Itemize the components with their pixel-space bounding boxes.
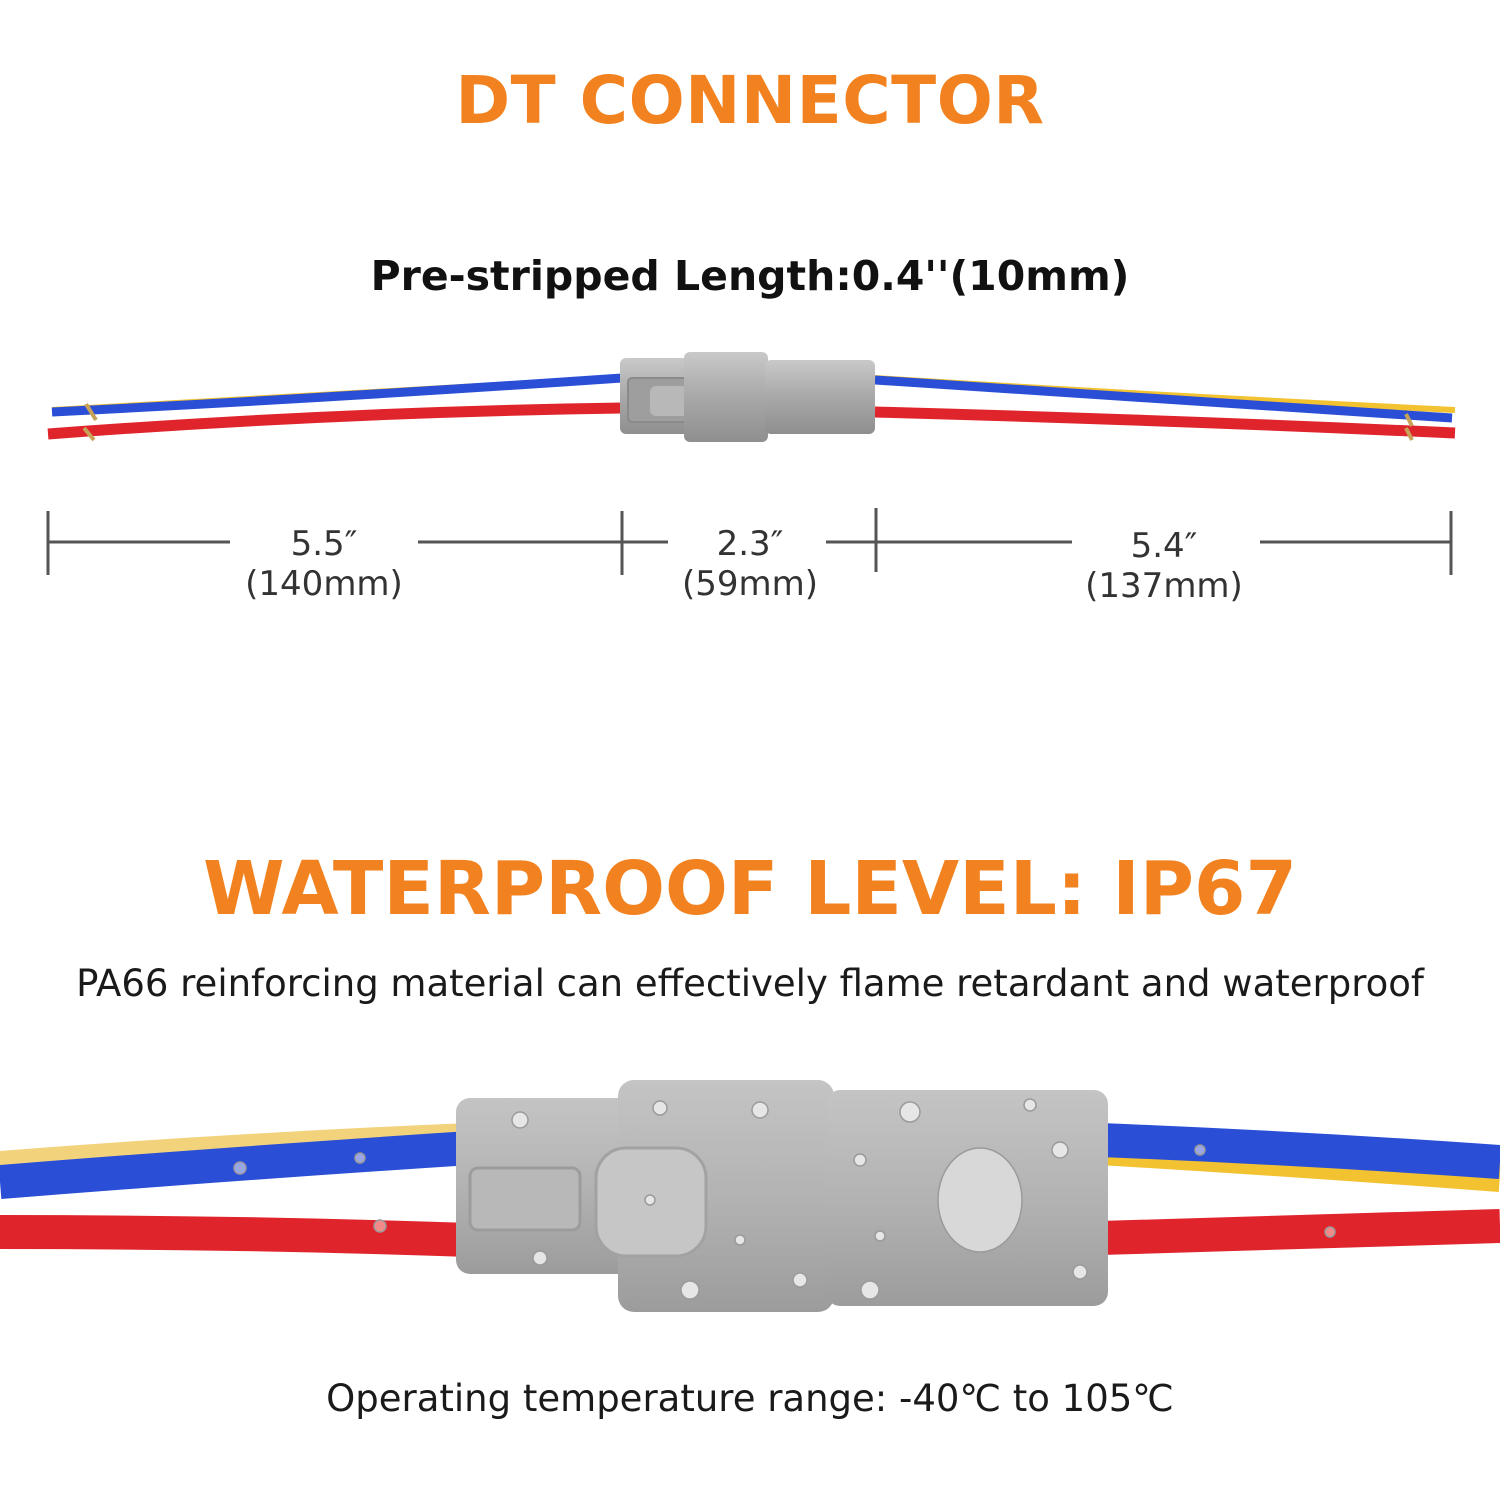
dimension-middle-inch: 2.3″ xyxy=(716,524,784,564)
wire-tip-left xyxy=(84,402,98,422)
blue-wire-right xyxy=(874,375,1453,423)
dimension-right-mm: (137mm) xyxy=(1085,566,1243,606)
connector-receptacle xyxy=(684,352,768,442)
dimension-lines xyxy=(46,508,1453,575)
red-wire-closeup-left xyxy=(0,1215,471,1257)
wire-tip-right xyxy=(1404,413,1414,427)
dimension-left-mm: (140mm) xyxy=(245,564,403,604)
red-wire-closeup-right xyxy=(1099,1209,1500,1255)
dimension-middle: 2.3″ (59mm) xyxy=(650,524,850,604)
dimension-middle-mm: (59mm) xyxy=(681,564,819,604)
red-wire-left xyxy=(47,402,623,440)
dimension-right-inch: 5.4″ xyxy=(1130,526,1198,566)
title: DT CONNECTOR xyxy=(455,62,1045,139)
waterproof-title: WATERPROOF LEVEL: IP67 xyxy=(203,846,1297,932)
dimension-left-inch: 5.5″ xyxy=(290,524,358,564)
closeup-connector xyxy=(0,1080,1500,1312)
blue-wire-left xyxy=(51,373,623,417)
dimension-right: 5.4″ (137mm) xyxy=(1064,526,1264,606)
blue-wire-closeup-right xyxy=(1099,1123,1500,1179)
water-droplets xyxy=(233,1098,1336,1300)
material-text: PA66 reinforcing material can effectivel… xyxy=(76,962,1424,1005)
dimension-left: 5.5″ (140mm) xyxy=(224,524,424,604)
top-cable xyxy=(47,352,1456,442)
red-wire-right xyxy=(874,406,1456,439)
temperature-text: Operating temperature range: -40℃ to 105… xyxy=(326,1377,1174,1420)
pre-stripped-length: Pre-stripped Length:0.4''(10mm) xyxy=(370,252,1130,300)
